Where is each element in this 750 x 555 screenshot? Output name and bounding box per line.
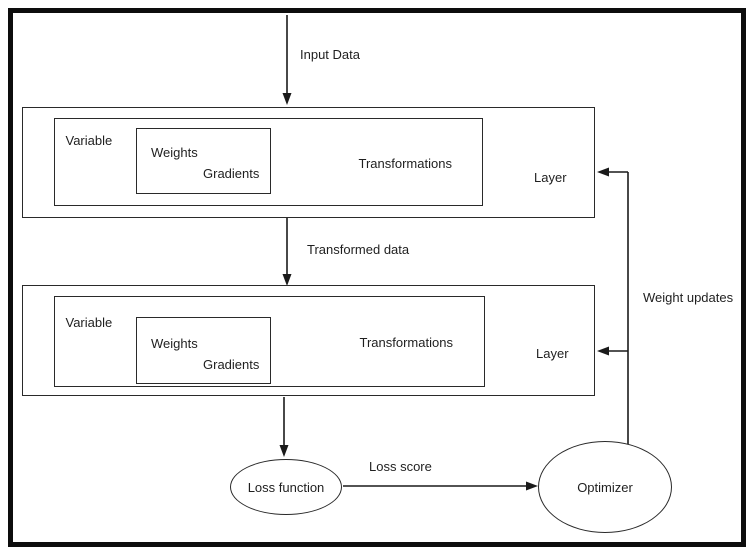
optimizer-node: Optimizer [538, 441, 672, 533]
loss-to-optimizer-arrow [343, 481, 538, 491]
layer1-variable-label: Variable [65, 132, 113, 148]
layer1-box: Layer Variable Transformations Weights G… [22, 107, 595, 218]
layer2-transformations-label: Transformations [359, 334, 453, 350]
layer2-box: Layer Variable Transformations Weights G… [22, 285, 595, 396]
weight-updates-label: Weight updates [643, 290, 734, 305]
optimizer-to-layer2-arrow [597, 346, 628, 356]
loss-function-node: Loss function [230, 459, 342, 515]
transformed-data-arrow [282, 218, 292, 286]
layer1-transformations-label: Transformations [358, 155, 452, 171]
input-data-arrow [282, 15, 292, 105]
optimizer-label: Optimizer [577, 479, 633, 495]
loss-function-label: Loss function [247, 479, 325, 495]
layer1-gradients-label: Gradients [203, 166, 260, 181]
layer1-label: Layer [534, 170, 567, 185]
layer2-weights-box: Weights Gradients [136, 317, 271, 384]
layer1-variable-box: Variable Transformations Weights Gradien… [53, 117, 483, 206]
layer1-weights-label: Weights [151, 145, 198, 160]
layer2-weights-label: Weights [151, 336, 198, 351]
layer1-weights-box: Weights Gradients [136, 128, 271, 194]
layer2-variable-box: Variable Transformations Weights Gradien… [53, 295, 485, 387]
outer-frame [8, 8, 746, 547]
layer2-to-loss-arrow [279, 397, 289, 457]
optimizer-to-layer1-arrow [597, 167, 628, 177]
layer2-label: Layer [536, 346, 569, 361]
layer2-variable-label: Variable [65, 314, 113, 330]
transformed-data-label: Transformed data [307, 242, 410, 257]
loss-score-label: Loss score [369, 459, 432, 474]
input-data-label: Input Data [300, 47, 360, 62]
layer2-gradients-label: Gradients [203, 357, 260, 372]
